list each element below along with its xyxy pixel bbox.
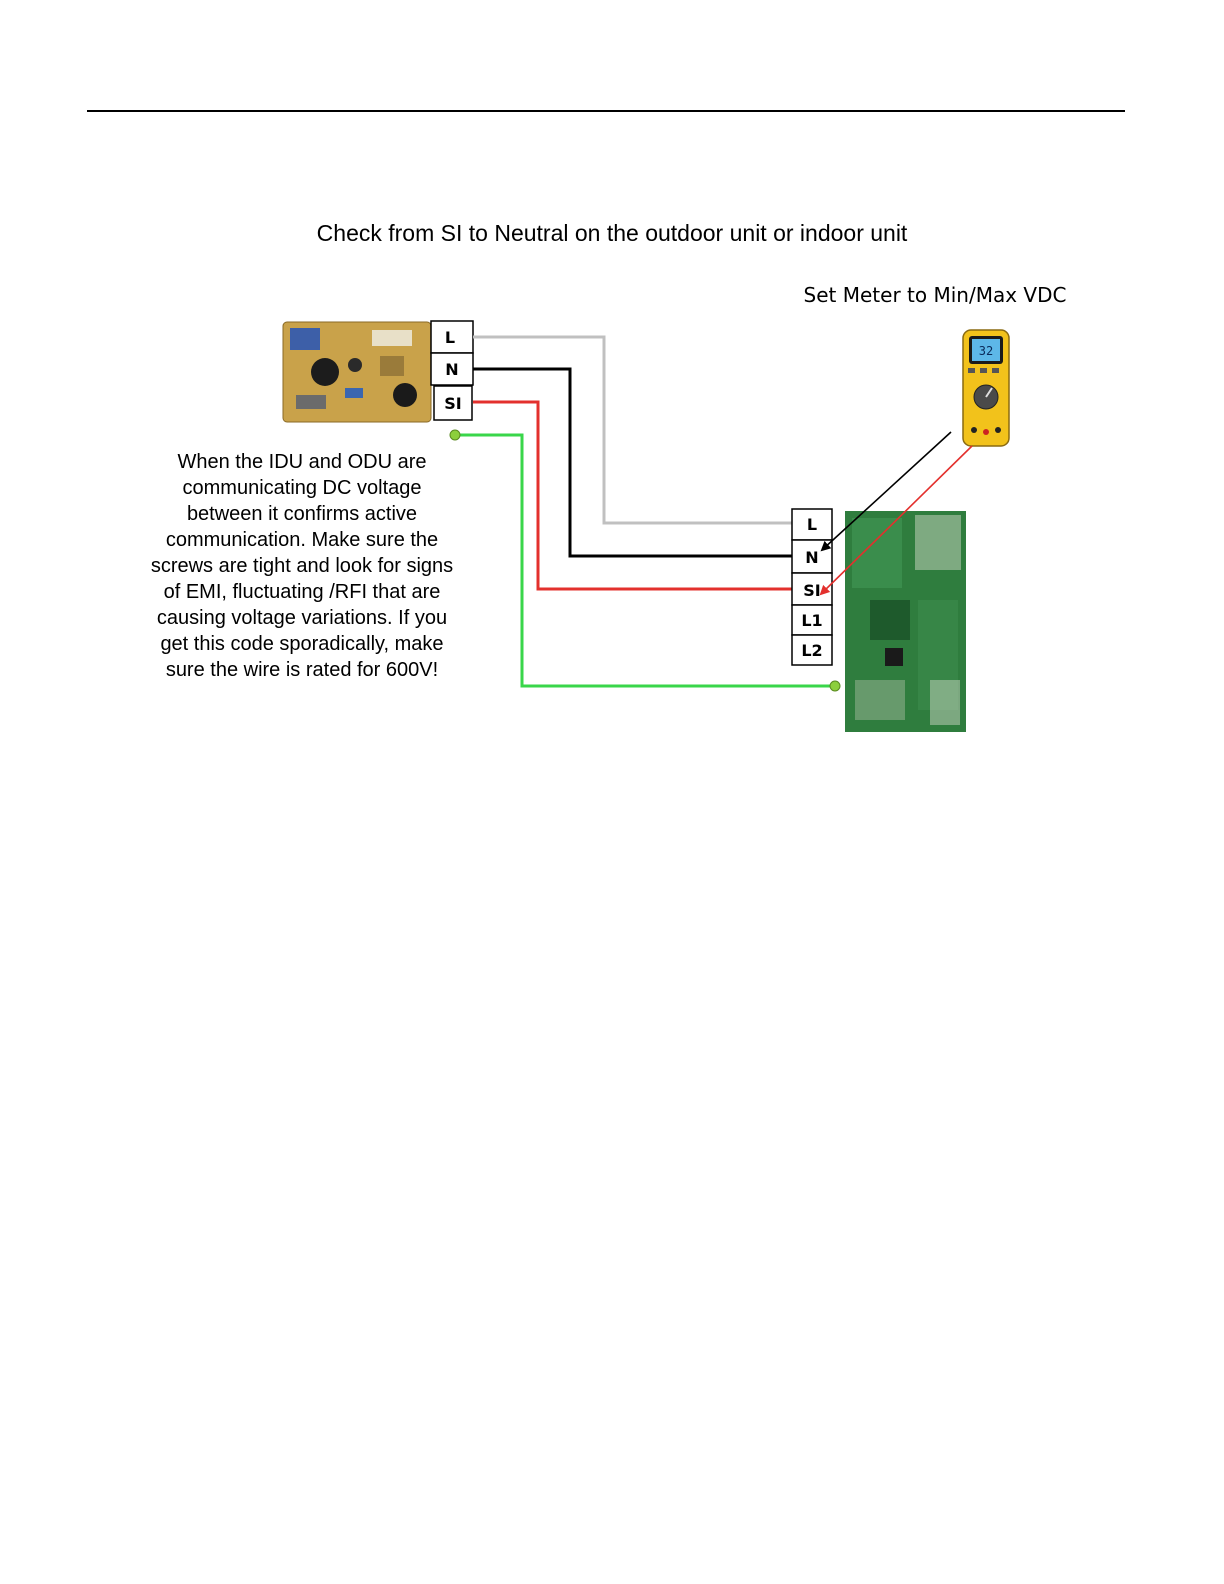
- odu-terminal-l2: L2: [801, 641, 822, 660]
- idu-terminal-l: L: [445, 328, 455, 347]
- header-rule: [87, 110, 1125, 112]
- wire-n: [473, 367, 792, 558]
- odu-terminal-l1: L1: [801, 611, 822, 630]
- meter-display: 32: [979, 344, 993, 358]
- probe-lead-red: [819, 445, 973, 596]
- wire-ground: [456, 433, 834, 688]
- wire-l: [473, 335, 792, 525]
- odu-terminal-l: L: [807, 515, 817, 534]
- probe-lead-black: [820, 431, 952, 552]
- odu-terminal-si: SI: [803, 581, 820, 600]
- meter-setting-note: Set Meter to Min/Max VDC: [803, 283, 1067, 307]
- odu-board: [845, 511, 966, 732]
- idu-board: [282, 321, 432, 423]
- multimeter: 32: [962, 329, 1010, 447]
- idu-terminal-n: N: [445, 360, 458, 379]
- odu-terminal-block: L N SI L1 L2: [791, 508, 833, 666]
- idu-terminal-si: SI: [444, 394, 461, 413]
- ground-point-idu: [449, 429, 461, 441]
- description-text: When the IDU and ODU are communicating D…: [150, 451, 454, 681]
- diagram-title: Check from SI to Neutral on the outdoor …: [316, 220, 908, 246]
- wire-si: [473, 400, 792, 591]
- odu-terminal-n: N: [805, 548, 818, 567]
- ground-point-odu: [829, 680, 841, 692]
- idu-terminal-block: L N SI: [430, 320, 474, 421]
